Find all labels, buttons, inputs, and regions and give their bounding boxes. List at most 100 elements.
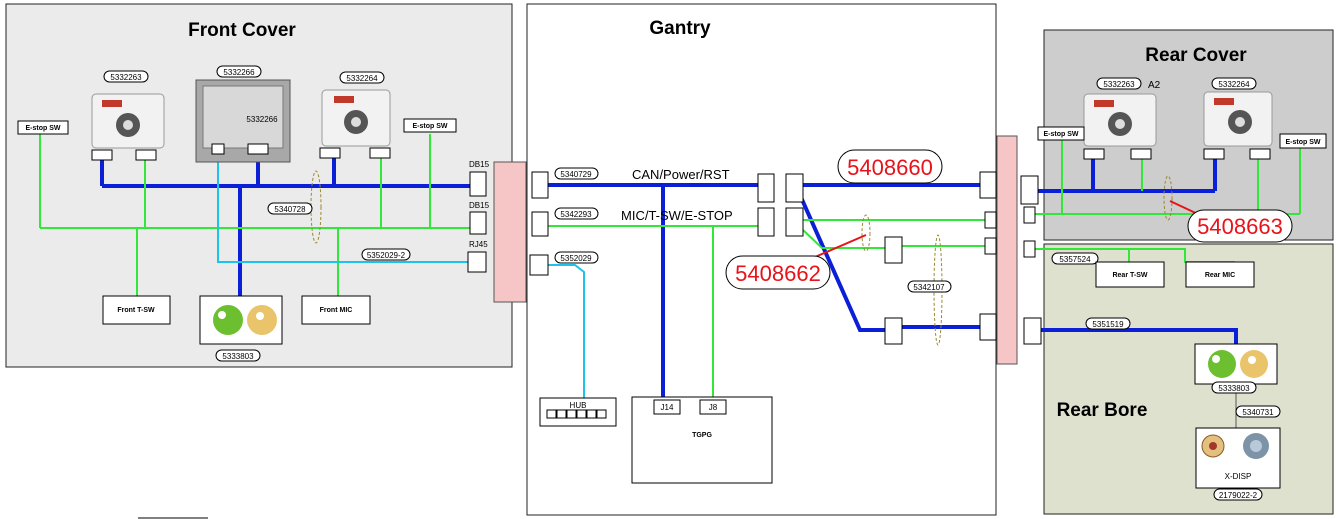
svg-text:5351519: 5351519 <box>1092 320 1124 329</box>
gantry-connector-can-a <box>757 173 775 203</box>
part-tag: 5332264 <box>339 71 385 84</box>
xdisp-panel: X-DISP <box>1195 427 1281 489</box>
gantry-connector-out-lower <box>979 313 997 341</box>
front-cover-title: Front Cover <box>188 20 296 41</box>
svg-text:5352029-2: 5352029-2 <box>367 251 406 260</box>
gantry-title: Gantry <box>649 18 711 39</box>
svg-text:HUB: HUB <box>570 401 587 410</box>
rj45-label: RJ45 <box>469 240 488 249</box>
svg-text:Front MIC: Front MIC <box>320 307 353 314</box>
svg-text:5333803: 5333803 <box>222 352 254 361</box>
front-estop-right: E-stop SW <box>403 118 457 133</box>
svg-text:5332264: 5332264 <box>1218 80 1250 89</box>
callout-5408660: 5408660 <box>837 149 943 184</box>
front-bore-display <box>199 295 283 345</box>
part-tag: 5333803 <box>1211 381 1257 394</box>
svg-text:Front T-SW: Front T-SW <box>117 307 155 314</box>
rear-connector-mic <box>1023 206 1036 224</box>
front-tsw-box: Front T-SW <box>102 295 171 325</box>
hub: HUB <box>539 397 617 427</box>
svg-text:X-DISP: X-DISP <box>1225 472 1252 481</box>
svg-text:5352029: 5352029 <box>560 254 592 263</box>
gantry-connector-mid <box>884 236 903 264</box>
part-tag: 5342107 <box>907 280 952 293</box>
svg-text:5333803: 5333803 <box>1218 384 1250 393</box>
svg-text:5332264: 5332264 <box>346 74 378 83</box>
callout-5408662: 5408662 <box>725 255 831 290</box>
gantry-connector-out-can <box>979 171 997 199</box>
svg-text:5340729: 5340729 <box>560 170 592 179</box>
gantry-wiring <box>548 183 985 398</box>
front-mic-box: Front MIC <box>301 295 371 325</box>
part-tag: 2179022-2 <box>1213 488 1263 501</box>
rear-bore-panel <box>1043 243 1334 515</box>
rear-tsw-box: Rear T-SW <box>1095 261 1165 288</box>
svg-text:Rear T-SW: Rear T-SW <box>1112 272 1147 279</box>
part-tag: 5340731 <box>1235 405 1281 418</box>
svg-text:5408662: 5408662 <box>735 261 821 286</box>
svg-text:5408660: 5408660 <box>847 155 933 180</box>
db15-label-mid: DB15 <box>469 201 490 210</box>
svg-text:TGPG: TGPG <box>692 432 712 439</box>
part-tag: 5340729 <box>554 167 599 180</box>
part-tag: 5333803 <box>215 349 261 362</box>
front-connector-db15-top <box>469 171 487 197</box>
monitor-inner-part: 5332266 <box>246 115 278 124</box>
svg-text:5342293: 5342293 <box>560 210 592 219</box>
gantry-connector-rj45-in <box>529 254 549 276</box>
rear-keypad-right <box>1203 91 1273 160</box>
svg-text:2179022-2: 2179022-2 <box>1219 491 1258 500</box>
svg-text:5357524: 5357524 <box>1059 255 1091 264</box>
gantry-connector-lower <box>884 317 903 345</box>
gantry-connector-mic-a <box>757 207 775 237</box>
part-tag: 5340728 <box>267 202 313 215</box>
front-monitor <box>195 79 291 163</box>
front-wiring <box>39 134 470 300</box>
part-tag: 5352029 <box>554 251 599 264</box>
gantry-connector-can-b <box>785 173 804 203</box>
part-tag: 5351519 <box>1085 317 1131 330</box>
svg-text:5332263: 5332263 <box>1103 80 1135 89</box>
svg-text:5332266: 5332266 <box>223 68 255 77</box>
svg-text:E-stop SW: E-stop SW <box>1044 131 1079 138</box>
rear-estop-left: E-stop SW <box>1037 126 1085 141</box>
rear-mic-box: Rear MIC <box>1185 261 1255 288</box>
front-connector-db15-mid <box>469 211 487 235</box>
rear-connector-bore <box>1023 317 1042 345</box>
front-estop-left: E-stop SW <box>17 120 69 135</box>
area-a2-label: A2 <box>1148 80 1161 91</box>
svg-text:E-stop SW: E-stop SW <box>26 125 61 132</box>
rear-cover-title: Rear Cover <box>1145 45 1247 66</box>
front-keypad-right <box>319 89 391 159</box>
svg-text:5408663: 5408663 <box>1197 214 1283 239</box>
part-tag: 5342293 <box>554 207 599 220</box>
svg-text:Rear MIC: Rear MIC <box>1205 272 1235 279</box>
gantry-connector-out-mic <box>984 211 997 229</box>
rear-bore-title: Rear Bore <box>1057 400 1148 421</box>
tgpg-board: J14 J8 TGPG <box>631 396 773 484</box>
front-keypad-left <box>91 93 165 161</box>
part-tag: 5357524 <box>1051 252 1099 265</box>
gantry-connector-mic-b <box>785 207 804 237</box>
svg-text:5342107: 5342107 <box>913 283 945 292</box>
gantry-connector-mic-in <box>531 211 549 237</box>
front-connector-rj45 <box>467 251 487 273</box>
rear-penetration-block <box>996 135 1018 365</box>
svg-text:J14: J14 <box>661 403 674 412</box>
gantry-connector-can-in <box>531 171 549 199</box>
svg-text:5332263: 5332263 <box>110 73 142 82</box>
mic-tsw-estop-label: MIC/T-SW/E-STOP <box>621 208 733 223</box>
part-tag: 5332266 <box>216 65 262 78</box>
rear-estop-right: E-stop SW <box>1279 133 1327 149</box>
db15-label-top: DB15 <box>469 160 490 169</box>
can-power-rst-label: CAN/Power/RST <box>632 167 730 182</box>
rear-bore-display <box>1194 343 1278 385</box>
callout-5408663: 5408663 <box>1187 209 1293 243</box>
rear-keypad-left <box>1083 93 1157 160</box>
svg-text:5340731: 5340731 <box>1242 408 1274 417</box>
part-tag: 5332263 <box>103 70 149 83</box>
svg-text:5340728: 5340728 <box>274 205 306 214</box>
svg-text:J8: J8 <box>709 403 718 412</box>
gantry-connector-out-mid <box>984 237 997 255</box>
